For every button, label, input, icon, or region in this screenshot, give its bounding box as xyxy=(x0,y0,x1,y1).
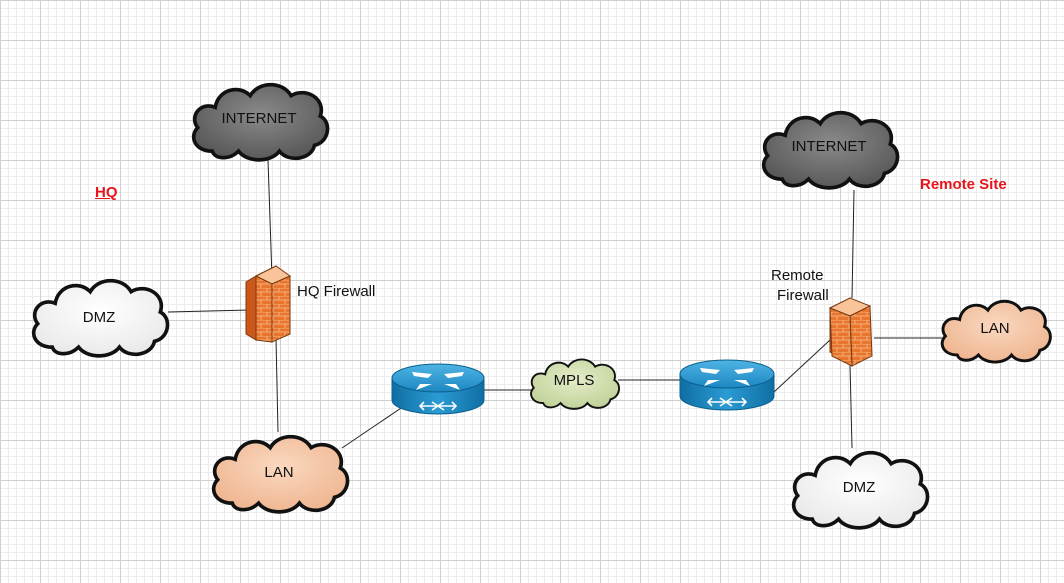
link-remote-internet-firewall xyxy=(851,189,855,299)
remote-internet-label: INTERNET xyxy=(791,138,867,155)
link-remote-firewall-dmz xyxy=(849,363,853,449)
remote-lan-label: LAN xyxy=(980,320,1010,337)
remote-firewall-label-line1: Remote xyxy=(771,267,824,284)
mpls-label: MPLS xyxy=(553,372,595,389)
remote-router-icon xyxy=(679,359,775,411)
remote-firewall-icon xyxy=(828,297,873,367)
link-hq-lan-router xyxy=(341,401,411,449)
remote-site-label: Remote Site xyxy=(920,176,1007,193)
link-hq-dmz-firewall xyxy=(167,309,251,313)
remote-dmz-label: DMZ xyxy=(842,479,876,496)
hq-internet-label: INTERNET xyxy=(221,110,297,127)
link-hq-internet-firewall xyxy=(267,159,273,279)
hq-firewall-icon xyxy=(245,265,292,343)
hq-dmz-label: DMZ xyxy=(82,309,116,326)
remote-firewall-label-line2: Firewall xyxy=(777,287,829,304)
hq-firewall-label: HQ Firewall xyxy=(297,283,376,300)
hq-lan-label: LAN xyxy=(264,464,294,481)
link-remote-router-firewall xyxy=(773,339,831,393)
links xyxy=(167,159,942,449)
hq-router-icon xyxy=(391,363,485,415)
hq-site-label: HQ xyxy=(95,184,118,201)
link-hq-firewall-lan xyxy=(275,337,279,433)
